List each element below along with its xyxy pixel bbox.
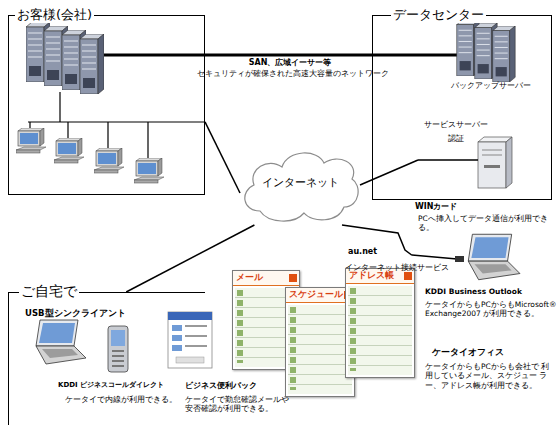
laptop-pc [468,234,520,279]
node-heading: WINカード [415,202,458,212]
annotation-text: ケータイで勤怠確認メールや 安否確認が利用できる。 [185,395,297,414]
mobile-phone [111,330,125,346]
server-rack [26,22,104,94]
server-group: サービスサーバー認証 [418,118,548,193]
server-tower [478,137,512,188]
trunk-wire [435,54,458,57]
phone-screen [172,325,182,331]
lan-wire [418,159,478,161]
annotation-text: ケータイからもPCからもMicrosoft® Exchange2007 が利用で… [425,300,557,319]
server-rack [457,20,515,82]
lan-wire [29,122,30,129]
close-icon [289,274,297,282]
network-link [360,160,418,185]
close-icon [404,272,412,280]
server-group: バックアップサーバー [435,20,547,92]
lan-wire [147,122,148,159]
desktop-pc [16,128,46,153]
annotation-text: USB型シンクライアント [25,308,126,319]
data-card [455,256,464,262]
phone-screen [185,345,207,347]
annotation-text: ビジネス便利パック [185,381,257,391]
node-heading: メール [236,272,263,283]
connector-label: SAN、広域イーサー等 [225,58,355,68]
data-card [455,256,464,262]
annotation-text: セキュリティが確保された高速大容量のネットワーク [195,69,390,78]
lan-wire [412,255,457,259]
window-body [288,305,352,394]
lan-wire [67,122,68,139]
lan-wire [107,122,108,149]
annotation-text: ケータイからもPCからも会社で 利用しているメール、スケジュー ラー、アドレス帳… [425,362,557,390]
server-tower [482,155,502,156]
lan-wire [59,92,60,122]
list-icons [237,290,243,363]
desktop-pc [54,138,84,163]
mobile-phone [108,326,128,372]
network-link [126,225,254,292]
mobile-phone [112,355,124,357]
network-link [205,53,435,56]
laptop-pc [36,320,86,364]
window-body [348,286,412,375]
mobile-phone [112,360,124,362]
trunk-wire [104,54,458,57]
desktop-pc [134,158,164,183]
list-icons [350,288,356,371]
mobile-phone [112,365,124,367]
mobile-phone [108,326,128,372]
site-region: お客様(会社) [8,15,205,195]
device-group: WINカード PCへ挿入してデータ通信が利用できる。 [412,200,555,285]
annotation-text: KDDI ビジネスコールダイレクト [58,381,164,390]
node-text: 認証 [448,134,464,144]
phone-screen [168,312,212,320]
lan-wire [412,160,478,259]
desktop-pc [94,148,124,173]
phone-screen [172,345,182,351]
phone-screen [176,357,204,363]
phone-screen [185,325,207,327]
connector-label: au.net [348,247,377,257]
node-text: PCへ挿入してデータ通信が利用できる。 [418,214,555,233]
network-cloud: インターネット [240,145,360,225]
node-heading: サービスサーバー [424,120,488,130]
server-tower [484,165,500,168]
annotation-text: ケータイオフィス [432,347,504,358]
trunk-wire [104,54,205,57]
node-heading: スケジュール [289,289,343,300]
phone-screen [168,312,212,368]
list-icons [290,307,296,390]
phone-screen [185,335,207,337]
annotation-text: KDDI Business Outlook [425,287,522,296]
server-tower [482,150,502,151]
app-window: アドレス帳 [345,268,415,378]
node-heading: お客様(会社) [15,7,94,23]
server-rack [493,26,515,82]
annotation-text: インターネット接続サービス [345,263,449,273]
node-heading: インターネット [240,176,360,190]
mobile-phone [112,350,124,352]
node-heading: ご自宅で [19,283,79,301]
annotation-text: ケータイで内線が利用できる。 [65,395,177,405]
site-region: データセンターバックアップサーバーサービスサーバー認証 [372,15,552,200]
server-rack [80,34,104,94]
phone-screen [168,312,212,368]
network-link [205,122,240,193]
server-tower [506,137,512,188]
desktop-pc [16,128,164,183]
phone-screen [172,335,182,341]
server-tower [478,142,506,188]
lan-wire [28,121,205,122]
node-heading: データセンター [391,7,486,23]
node-heading: バックアップサーバー [435,81,547,91]
